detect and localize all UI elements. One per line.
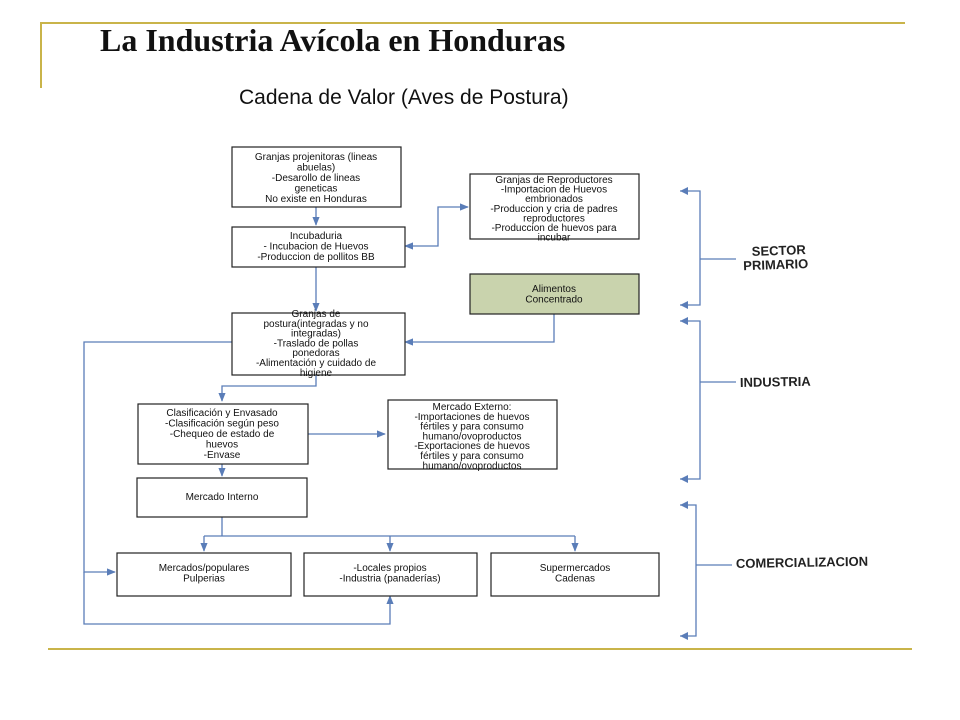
label-comercializacion: COMERCIALIZACION <box>736 554 868 571</box>
connector-postura-mercados-loop <box>83 341 232 576</box>
connectors <box>83 203 579 625</box>
svg-text:Granjas de Reproductores-Impor: Granjas de Reproductores-Importacion de … <box>490 175 617 244</box>
bracket-comercializacion <box>680 504 697 637</box>
sector-labels: SECTORPRIMARIO INDUSTRIA COMERCIALIZACIO… <box>736 242 868 571</box>
label-industria: INDUSTRIA <box>740 374 812 390</box>
decor-left-line <box>40 22 42 88</box>
bracket-sector-primario <box>680 190 701 306</box>
slide-title: La Industria Avícola en Honduras <box>100 22 566 58</box>
slide-subtitle: Cadena de Valor (Aves de Postura) <box>239 86 569 109</box>
sector-brackets <box>680 187 736 640</box>
box-incubadora: Incubaduria- Incubacion de Huevos-Produc… <box>231 226 406 268</box>
connector-postura-locales-loop <box>83 572 394 625</box>
decor-bottom-line <box>48 648 912 650</box>
box-granjas-reproductores: Granjas de Reproductores-Importacion de … <box>469 173 640 244</box>
box-clasificacion-envasado: Clasificación y Envasado-Clasificación s… <box>137 403 309 465</box>
connector-postura-clasificacion <box>218 375 317 402</box>
decor-top-line <box>40 22 905 24</box>
svg-text:Mercado Interno: Mercado Interno <box>186 492 259 503</box>
box-locales-propios: -Locales propios-Industria (panaderías) <box>303 552 478 597</box>
connector-incubadora-reproductores <box>404 203 469 250</box>
svg-text:Incubaduria- Incubacion de Hue: Incubaduria- Incubacion de Huevos-Produc… <box>257 231 375 263</box>
box-mercado-interno: Mercado Interno <box>136 477 308 518</box>
connector-alimentos-postura <box>404 314 555 346</box>
svg-text:-Locales propios-Industria (pa: -Locales propios-Industria (panaderías) <box>339 563 440 585</box>
bracket-industria <box>680 320 701 480</box>
svg-text:Clasificación y Envasado-Clasi: Clasificación y Envasado-Clasificación s… <box>165 408 279 461</box>
svg-text:Mercado Externo:-Importaciones: Mercado Externo:-Importaciones de huevos… <box>414 402 530 472</box>
box-mercado-externo: Mercado Externo:-Importaciones de huevos… <box>387 399 558 472</box>
label-sector-primario: SECTORPRIMARIO <box>743 242 809 273</box>
